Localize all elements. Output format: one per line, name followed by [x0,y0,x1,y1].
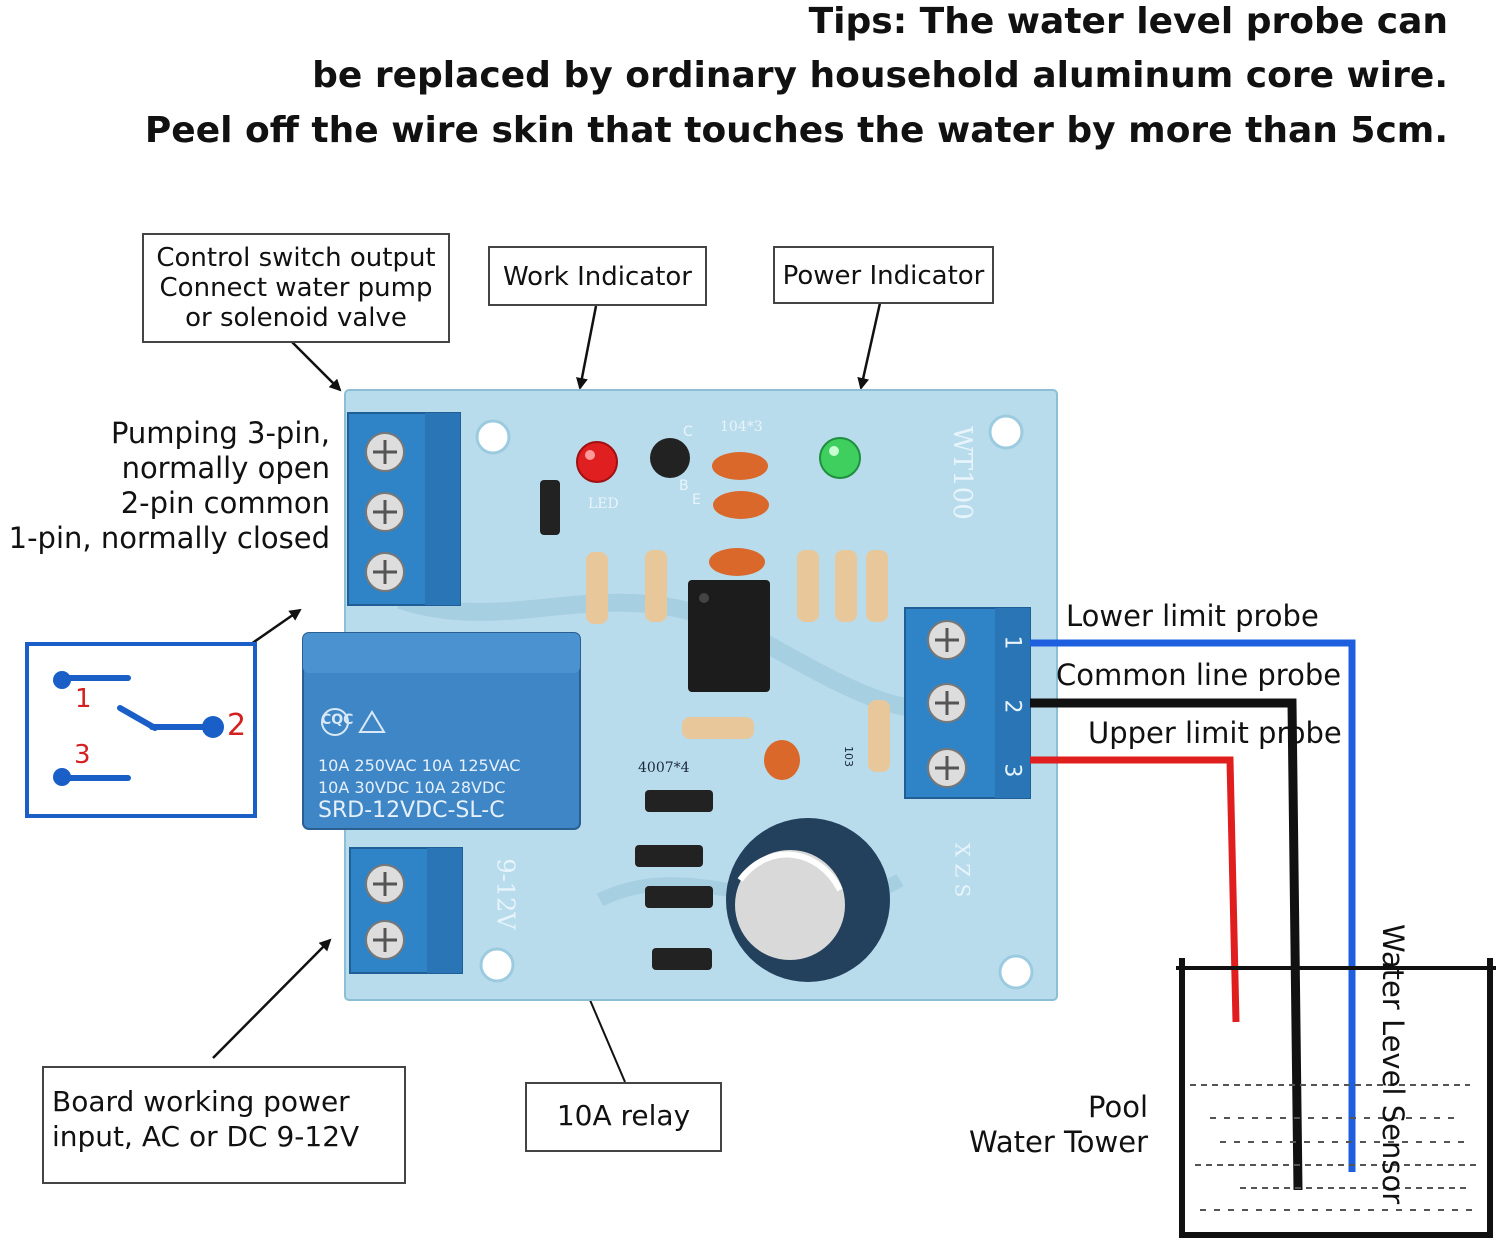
switch-pin-2: 2 [227,708,247,743]
transistor-pin-b: B [679,478,689,494]
water-tank [1176,958,1496,1238]
wire-common [1030,698,1303,1191]
probe-wires [1030,639,1356,1191]
common-line-probe-label: Common line probe [1056,658,1342,692]
relay-spec-line-1: 10A 250VAC 10A 125VAC [318,756,521,775]
transistor-pin-c: C [683,424,693,440]
tips-line-2: be replaced by ordinary household alumin… [312,55,1448,96]
switch-pin-3: 3 [74,740,91,770]
upper-limit-probe-label: Upper limit probe [1088,716,1342,750]
power-indicator-callout: Power Indicator [773,246,994,304]
control-output-line-3: or solenoid valve [185,303,407,333]
lower-limit-probe-label: Lower limit probe [1066,599,1319,633]
pin-label-1: Pumping 3-pin, [110,416,330,450]
tips-line-1: Tips: The water level probe can [808,1,1448,42]
tank-label-water-tower: Water Tower [969,1125,1148,1159]
switch-symbol [25,642,257,818]
relay-model-label: SRD-12VDC-SL-C [318,798,505,823]
relay [302,632,581,830]
wire-upper-limit [1030,756,1240,1023]
control-output-line-1: Control switch output [156,243,436,273]
power-input-callout: Board working power input, AC or DC 9-12… [42,1066,406,1184]
power-terminal-block [349,847,463,974]
probe-terminal-number-1: 1 [999,635,1025,650]
capacitor-label: 104*3 [720,419,763,435]
probe-xzs-label: X Z S [950,842,975,898]
relay-spec-line-2: 10A 30VDC 10A 28VDC [318,778,506,797]
control-output-callout: Control switch output Connect water pump… [142,233,450,343]
tank-label-pool: Pool [1088,1090,1148,1124]
cap-103-label: 103 [842,746,855,767]
probe-terminal-number-3: 3 [999,763,1025,778]
work-indicator-text: Work Indicator [503,262,692,292]
tips-line-3: Peel off the wire skin that touches the … [144,110,1448,151]
probe-terminal-block [904,607,1031,799]
arrow-power-input [212,938,332,1059]
power-input-line-2: input, AC or DC 9-12V [52,1120,360,1153]
power-indicator-text: Power Indicator [782,261,985,291]
pin-label-2: normally open [121,451,330,485]
voltage-label: 9-12V [491,858,520,930]
arrow-control-output [291,341,342,392]
components [540,437,890,982]
transistor-pin-e: E [692,492,701,508]
led-label: LED [588,496,619,512]
wire-lower-limit [1030,639,1356,1172]
leader-relay [589,999,626,1083]
board-model-label: WT100 [946,426,977,520]
diode-label: 4007*4 [638,760,690,776]
arrow-work-indicator [576,305,598,390]
control-output-line-2: Connect water pump [159,273,433,303]
output-terminal-block [347,412,461,606]
relay-brand-label: CQC [321,712,354,728]
probe-terminal-number-2: 2 [999,699,1025,714]
relay-text: 10A relay [556,1099,691,1132]
water-level-sensor-label: Water Level Sensor [1376,924,1410,1205]
power-input-line-1: Board working power [52,1085,350,1118]
switch-pin-1: 1 [75,684,92,714]
work-indicator-callout: Work Indicator [488,246,707,306]
pin-label-3: 2-pin common [120,486,330,520]
relay-callout: 10A relay [525,1082,722,1152]
pin-label-4: 1-pin, normally closed [8,521,330,555]
arrow-power-indicator [857,302,882,390]
